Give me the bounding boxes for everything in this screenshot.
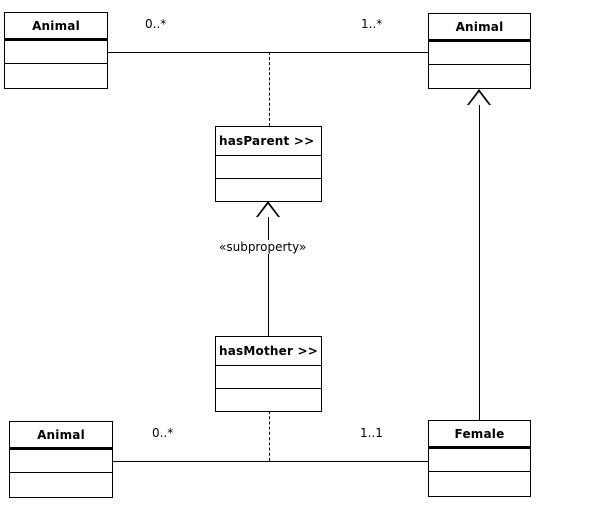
operations-compartment [10,473,112,497]
generalization-arrowhead-hasparent [256,201,280,217]
attributes-compartment [429,449,530,472]
class-name-animal-top-right: Animal [429,14,530,42]
attributes-compartment [429,42,530,65]
operations-compartment [216,179,321,201]
association-class-link-bottom [269,411,270,461]
attributes-compartment [5,41,107,64]
class-box-animal-top-left[interactable]: Animal [4,12,108,89]
class-name-animal-top-left: Animal [5,13,107,41]
class-name-animal-bottom-left: Animal [10,422,112,450]
attributes-compartment [216,156,321,179]
generalization-line-female-to-animal[interactable] [479,105,480,420]
operations-compartment [429,65,530,88]
class-box-animal-bottom-left[interactable]: Animal [9,421,113,498]
operations-compartment [5,64,107,88]
stereotype-label-subproperty: «subproperty» [217,240,309,254]
class-name-hasparent: hasParent >> [216,127,321,156]
multiplicity-label-top-source: 0..* [145,17,167,31]
triangle-fill [469,91,489,105]
triangle-fill [258,203,278,217]
attributes-compartment [216,366,321,389]
class-box-hasparent[interactable]: hasParent >> [215,126,322,202]
multiplicity-label-top-target: 1..* [361,17,383,31]
class-name-hasmother: hasMother >> [216,337,321,366]
multiplicity-label-bottom-target: 1..1 [360,426,383,440]
attributes-compartment [10,450,112,473]
operations-compartment [429,472,530,496]
association-class-link-top [269,52,270,126]
operations-compartment [216,389,321,411]
multiplicity-label-bottom-source: 0..* [152,426,174,440]
generalization-line-hasmother-to-hasparent[interactable] [268,217,269,336]
association-line-top[interactable] [107,52,428,53]
association-line-bottom[interactable] [112,461,428,462]
class-name-female: Female [429,421,530,449]
class-box-female[interactable]: Female [428,420,531,497]
class-box-animal-top-right[interactable]: Animal [428,13,531,89]
class-box-hasmother[interactable]: hasMother >> [215,336,322,412]
generalization-arrowhead-animal [467,89,491,105]
